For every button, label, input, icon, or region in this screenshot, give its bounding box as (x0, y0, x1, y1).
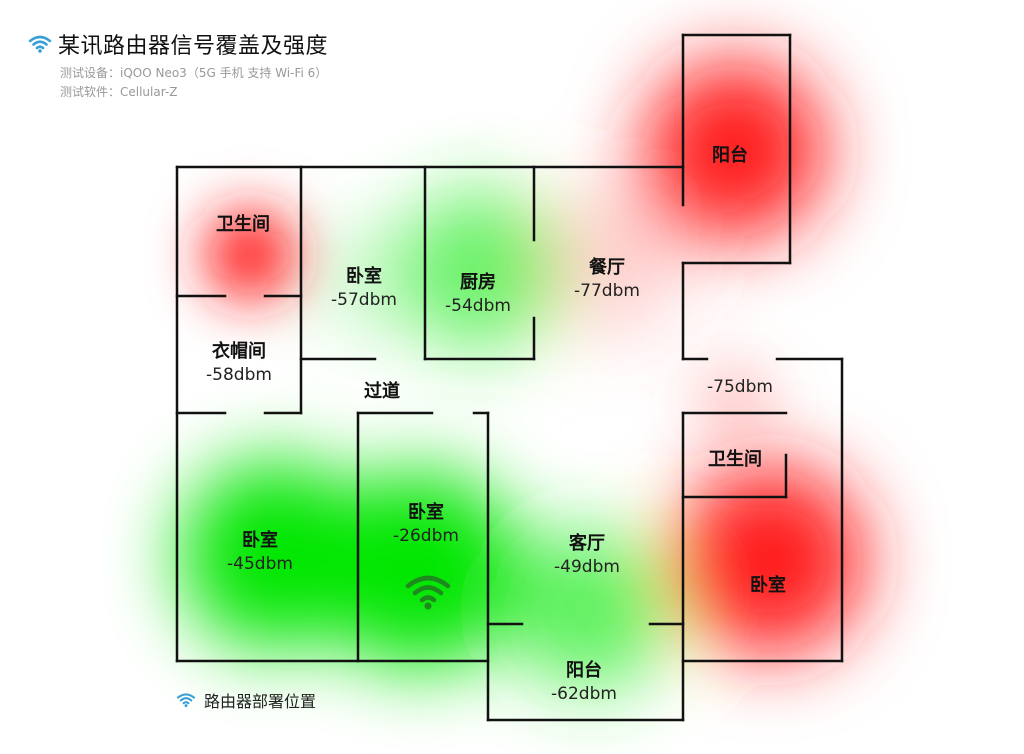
room-closet: 衣帽间 -58dbm (206, 337, 272, 385)
legend: 路由器部署位置 (176, 688, 316, 712)
room-bed4: 卧室 (750, 571, 786, 597)
room-signal: -26dbm (393, 526, 459, 546)
room-bed3: 卧室 -26dbm (393, 498, 459, 546)
room-signal: -54dbm (445, 296, 511, 316)
heat-bed2 (180, 460, 370, 650)
room-signal: -49dbm (554, 557, 620, 577)
room-signal: -45dbm (227, 554, 293, 574)
room-name: 卧室 (407, 502, 444, 523)
room-signal: -62dbm (551, 684, 617, 704)
room-name: 卧室 (345, 266, 382, 287)
room-signal: -58dbm (206, 365, 272, 385)
router-wifi-icon (405, 575, 451, 610)
heat-bath1 (205, 210, 295, 300)
wifi-icon (28, 35, 52, 53)
room-living: 客厅 -49dbm (554, 529, 620, 577)
room-signal: -57dbm (331, 290, 397, 310)
room-name: 卧室 (750, 575, 786, 596)
heat-balcony1 (645, 60, 825, 240)
heat-bed4 (675, 465, 865, 655)
room-hallway: 过道 (364, 381, 400, 402)
room-name: 阳台 (565, 660, 602, 681)
room-name: 客厅 (568, 533, 605, 554)
heat-dining (535, 185, 685, 335)
corridor-signal: -75dbm (707, 377, 773, 397)
room-signal: -77dbm (574, 281, 640, 301)
heat-bed3 (320, 470, 520, 670)
room-bath1: 卫生间 (216, 210, 270, 236)
room-name: 卧室 (241, 530, 278, 551)
wifi-icon (176, 693, 196, 708)
room-balcony1: 阳台 (712, 141, 748, 167)
heat-living (510, 530, 670, 690)
room-name: 衣帽间 (211, 341, 266, 362)
room-name: 卫生间 (216, 214, 270, 235)
room-bed2: 卧室 -45dbm (227, 526, 293, 574)
legend-label: 路由器部署位置 (204, 692, 317, 711)
header: 某讯路由器信号覆盖及强度 测试设备：iQOO Neo3（5G 手机 支持 Wi-… (28, 28, 328, 102)
page-title: 某讯路由器信号覆盖及强度 (58, 34, 329, 59)
room-name: 卫生间 (708, 449, 762, 470)
room-name: 餐厅 (588, 257, 625, 278)
room-kitchen: 厨房 -54dbm (445, 268, 511, 316)
device-info: 测试设备：iQOO Neo3（5G 手机 支持 Wi-Fi 6） (60, 66, 328, 80)
heat-kitchen (400, 190, 560, 350)
room-dining: 餐厅 -77dbm (574, 253, 640, 301)
room-bath2: 卫生间 (708, 445, 762, 471)
heat-corridor (695, 360, 775, 440)
room-name: 阳台 (712, 145, 748, 166)
room-name: 厨房 (459, 272, 496, 293)
software-info: 测试软件：Cellular-Z (60, 85, 178, 99)
room-balcony2: 阳台 -62dbm (551, 656, 617, 704)
room-bed1: 卧室 -57dbm (331, 262, 397, 310)
heat-bed1 (315, 225, 425, 335)
